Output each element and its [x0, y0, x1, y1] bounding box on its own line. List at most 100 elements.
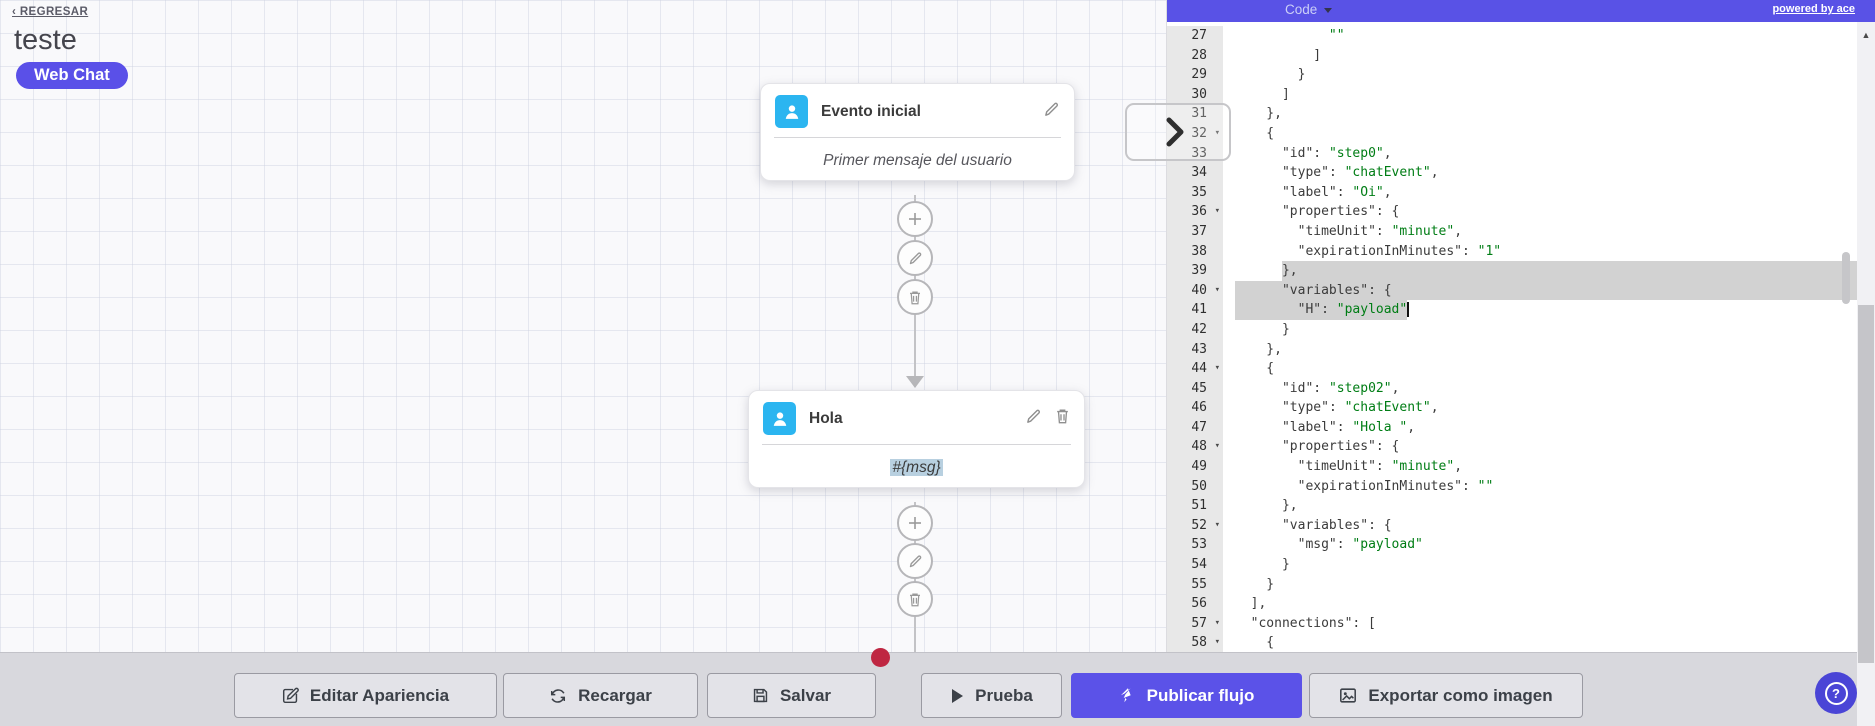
line-number[interactable]: 27: [1167, 26, 1223, 46]
line-number[interactable]: 45: [1167, 378, 1223, 399]
page-scrollbar[interactable]: ▲: [1857, 22, 1875, 726]
line-number[interactable]: 57▾: [1167, 613, 1223, 634]
node-hola[interactable]: Hola #{msg}: [748, 390, 1085, 488]
fold-toggle-icon[interactable]: ▾: [1214, 363, 1220, 374]
code-line[interactable]: 54 }: [1167, 555, 1875, 575]
code-lines[interactable]: 27 ""28 ]29 }30 ]31 },32▾ {33 "id": "ste…: [1167, 22, 1875, 652]
line-number[interactable]: 44▾: [1167, 359, 1223, 379]
line-number[interactable]: 29: [1167, 65, 1223, 85]
code-line[interactable]: 48▾ "properties": {: [1167, 437, 1875, 458]
code-line[interactable]: 45 "id": "step02",: [1167, 378, 1875, 399]
code-line[interactable]: 55 }: [1167, 574, 1875, 595]
code-line[interactable]: 36▾ "properties": {: [1167, 202, 1875, 222]
code-line[interactable]: 50 "expirationInMinutes": "": [1167, 476, 1875, 497]
line-number[interactable]: 31: [1167, 104, 1223, 124]
code-line[interactable]: 52▾ "variables": {: [1167, 515, 1875, 536]
line-number[interactable]: 38: [1167, 241, 1223, 262]
back-link[interactable]: ‹ REGRESAR: [12, 6, 89, 18]
export-image-button[interactable]: Exportar como imagen: [1309, 673, 1583, 718]
code-line[interactable]: 46 "type": "chatEvent",: [1167, 398, 1875, 418]
code-line[interactable]: 44▾ {: [1167, 359, 1875, 379]
code-line[interactable]: 37 "timeUnit": "minute",: [1167, 221, 1875, 242]
line-number[interactable]: 43: [1167, 339, 1223, 360]
save-button[interactable]: Salvar: [707, 673, 876, 718]
line-number[interactable]: 30: [1167, 84, 1223, 105]
edit-node-icon[interactable]: [1043, 101, 1060, 123]
divider: [774, 137, 1061, 138]
code-line[interactable]: 49 "timeUnit": "minute",: [1167, 457, 1875, 477]
code-line[interactable]: 56 ],: [1167, 594, 1875, 614]
powered-by-ace-link[interactable]: powered by ace: [1772, 3, 1855, 15]
code-line[interactable]: 35 "label": "Oi",: [1167, 182, 1875, 203]
line-number[interactable]: 48▾: [1167, 437, 1223, 458]
code-line[interactable]: 30 ]: [1167, 84, 1875, 105]
code-line[interactable]: 39 },: [1167, 261, 1875, 281]
line-number[interactable]: 37: [1167, 221, 1223, 242]
line-number[interactable]: 41: [1167, 300, 1223, 320]
code-line[interactable]: 31 },: [1167, 104, 1875, 124]
line-number[interactable]: 56: [1167, 594, 1223, 614]
flow-canvas[interactable]: ‹ REGRESAR teste Web Chat Evento inicial…: [0, 0, 1166, 652]
line-number[interactable]: 28: [1167, 45, 1223, 66]
reload-button[interactable]: Recargar: [503, 673, 698, 718]
code-line[interactable]: 29 }: [1167, 65, 1875, 85]
publish-flow-button[interactable]: Publicar flujo: [1071, 673, 1302, 718]
line-number[interactable]: 33: [1167, 143, 1223, 164]
code-line[interactable]: 57▾ "connections": [: [1167, 613, 1875, 634]
fold-toggle-icon[interactable]: ▾: [1214, 617, 1220, 628]
code-line[interactable]: 47 "label": "Hola ",: [1167, 417, 1875, 438]
fold-toggle-icon[interactable]: ▾: [1214, 127, 1220, 138]
edit-appearance-button[interactable]: Editar Apariencia: [234, 673, 497, 718]
line-number[interactable]: 36▾: [1167, 202, 1223, 222]
help-button[interactable]: ?: [1815, 672, 1857, 714]
line-number[interactable]: 53: [1167, 535, 1223, 556]
fold-toggle-icon[interactable]: ▾: [1214, 519, 1220, 530]
line-number[interactable]: 51: [1167, 496, 1223, 516]
line-number[interactable]: 34: [1167, 163, 1223, 183]
line-number[interactable]: 39: [1167, 261, 1223, 281]
edit-node-icon[interactable]: [1025, 408, 1042, 430]
edit-connection-button[interactable]: [897, 240, 933, 276]
line-number[interactable]: 50: [1167, 476, 1223, 497]
delete-connection-button[interactable]: [897, 279, 933, 315]
code-line[interactable]: 32▾ {: [1167, 123, 1875, 144]
line-number[interactable]: 35: [1167, 182, 1223, 203]
line-number[interactable]: 46: [1167, 398, 1223, 418]
fold-toggle-icon[interactable]: ▾: [1214, 637, 1220, 648]
code-line[interactable]: 58▾ {: [1167, 633, 1875, 652]
line-number[interactable]: 47: [1167, 417, 1223, 438]
test-button[interactable]: Prueba: [921, 673, 1062, 718]
fold-toggle-icon[interactable]: ▾: [1214, 206, 1220, 217]
code-line[interactable]: 53 "msg": "payload": [1167, 535, 1875, 556]
line-number[interactable]: 54: [1167, 555, 1223, 575]
line-number[interactable]: 58▾: [1167, 633, 1223, 652]
code-line[interactable]: 40▾ "variables": {: [1167, 280, 1875, 301]
line-number[interactable]: 49: [1167, 457, 1223, 477]
code-line[interactable]: 41 "H": "payload": [1167, 300, 1875, 320]
scrollbar-up-arrow-icon[interactable]: ▲: [1861, 30, 1871, 40]
editor-scrollbar-thumb[interactable]: [1842, 252, 1850, 304]
code-line[interactable]: 38 "expirationInMinutes": "1": [1167, 241, 1875, 262]
code-line[interactable]: 42 }: [1167, 319, 1875, 340]
page-scrollbar-thumb[interactable]: [1858, 305, 1874, 663]
code-line[interactable]: 27 "": [1167, 26, 1875, 46]
code-line[interactable]: 28 ]: [1167, 45, 1875, 66]
add-step-button[interactable]: [897, 201, 933, 237]
line-number[interactable]: 52▾: [1167, 515, 1223, 536]
code-line[interactable]: 34 "type": "chatEvent",: [1167, 163, 1875, 183]
node-evento-inicial[interactable]: Evento inicial Primer mensaje del usuari…: [760, 83, 1075, 181]
add-step-button[interactable]: [897, 505, 933, 541]
collapse-editor-button[interactable]: [1125, 103, 1231, 161]
code-line[interactable]: 43 },: [1167, 339, 1875, 360]
line-number[interactable]: 40▾: [1167, 280, 1223, 301]
code-line[interactable]: 33 "id": "step0",: [1167, 143, 1875, 164]
delete-connection-button[interactable]: [897, 581, 933, 617]
line-number[interactable]: 42: [1167, 319, 1223, 340]
line-number[interactable]: 55: [1167, 574, 1223, 595]
fold-toggle-icon[interactable]: ▾: [1214, 441, 1220, 452]
edit-connection-button[interactable]: [897, 543, 933, 579]
editor-mode-dropdown[interactable]: Code: [1285, 2, 1333, 17]
delete-node-icon[interactable]: [1055, 408, 1070, 429]
fold-toggle-icon[interactable]: ▾: [1214, 284, 1220, 295]
code-line[interactable]: 51 },: [1167, 496, 1875, 516]
